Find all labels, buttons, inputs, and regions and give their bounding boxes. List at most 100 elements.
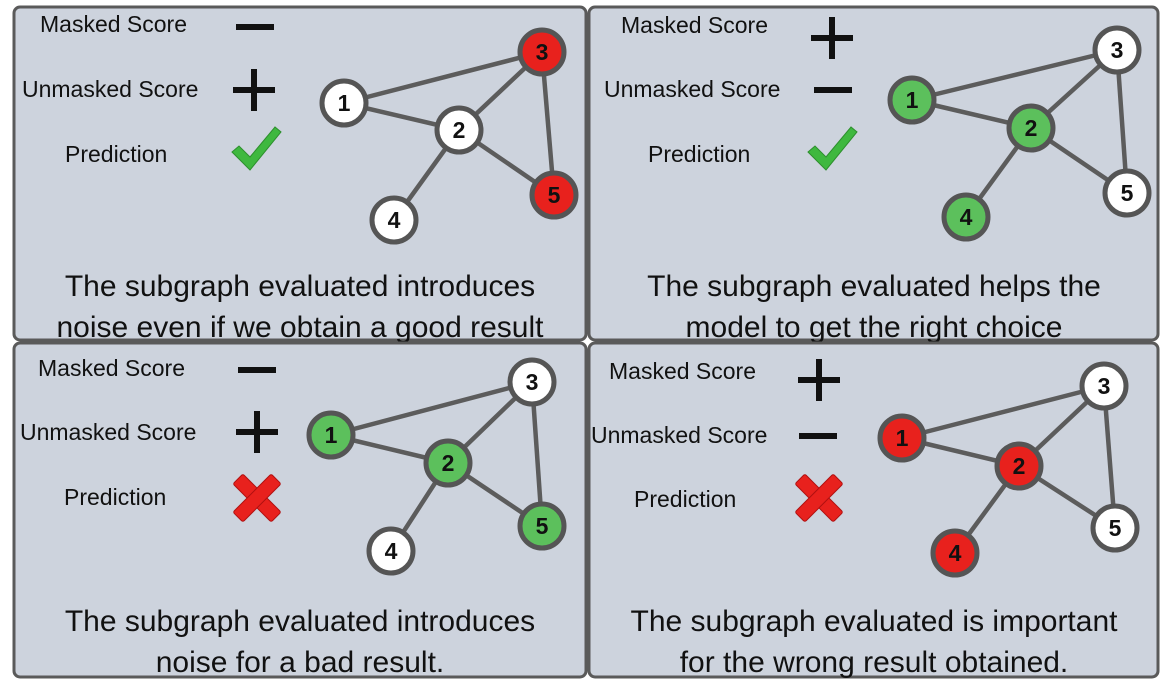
graph-edge-1-3 [328,379,535,438]
graph-node-3: 3 [1079,361,1129,411]
masked-score-label: Masked Score [38,355,185,381]
graph-node-1: 1 [306,410,356,460]
node-label: 2 [453,117,466,143]
node-circle [1092,25,1142,75]
node-circle [994,441,1044,491]
node-label: 1 [338,90,351,116]
node-label: 1 [325,422,338,448]
node-circle [1079,361,1129,411]
graph-edge-1-3 [899,383,1107,441]
node-circle [423,438,473,488]
node-circle [1102,168,1152,218]
graph-node-5: 5 [517,501,567,551]
check-icon [231,126,282,171]
caption-line-2: noise even if we obtain a good result [57,311,545,344]
graph-node-5: 5 [529,170,579,220]
unmasked-score-label: Unmasked Score [591,422,767,448]
node-label: 5 [1121,180,1134,206]
graph: 1 2 3 4 5 [887,25,1152,242]
node-label: 4 [385,538,398,564]
caption-line-2: model to get the right choice [686,311,1063,344]
cross-icon [233,474,281,522]
unmasked-score-label: Unmasked Score [604,76,780,102]
node-label: 3 [1098,373,1111,399]
node-label: 3 [1111,37,1124,63]
unmasked-score-label: Unmasked Score [20,419,196,445]
graph: 1 2 3 4 5 [877,361,1140,578]
panel-background [12,5,588,342]
graph-node-2: 2 [994,441,1044,491]
unmasked-score-label: Unmasked Score [22,76,198,102]
unmasked-score-plus-icon [236,411,278,453]
masked-score-plus-icon [811,17,853,59]
node-label: 5 [548,182,561,208]
graph-node-2: 2 [423,438,473,488]
graph-node-2: 2 [1006,103,1056,153]
prediction-label: Prediction [634,486,736,512]
cross-icon [795,474,843,522]
node-label: 4 [388,207,401,233]
node-circle [517,501,567,551]
node-circle [877,413,927,463]
node-label: 1 [906,87,919,113]
graph-node-1: 1 [887,75,937,125]
graph-node-1: 1 [319,78,369,128]
node-label: 5 [1109,515,1122,541]
graph-edge-1-3 [909,47,1120,103]
caption-line-2: for the wrong result obtained. [680,646,1069,679]
prediction-label: Prediction [648,141,750,167]
masked-score-plus-icon [798,359,840,401]
node-label: 5 [536,513,549,539]
node-circle [930,528,980,578]
masked-score-label: Masked Score [621,12,768,38]
graph-node-4: 4 [930,528,980,578]
caption-line-2: noise for a bad result. [156,646,445,679]
prediction-label: Prediction [64,484,166,510]
node-circle [887,75,937,125]
node-circle [1090,503,1140,553]
node-label: 2 [1013,453,1026,479]
caption-line-1: The subgraph evaluated introduces [65,605,535,638]
node-label: 1 [896,425,909,451]
graph-node-3: 3 [1092,25,1142,75]
node-label: 4 [960,204,973,230]
node-circle [517,27,567,77]
node-circle [507,357,557,407]
masked-score-label: Masked Score [609,358,756,384]
graph: 1 2 3 4 5 [319,27,579,245]
panel-background [587,5,1160,342]
graph-node-5: 5 [1102,168,1152,218]
unmasked-score-plus-icon [233,69,275,111]
graph-node-2: 2 [434,105,484,155]
graph-node-3: 3 [517,27,567,77]
node-label: 2 [1025,115,1038,141]
node-label: 4 [949,540,962,566]
check-icon [807,126,858,171]
graph-node-4: 4 [366,526,416,576]
masked-score-label: Masked Score [40,11,187,37]
graph-node-1: 1 [877,413,927,463]
graph-node-4: 4 [941,192,991,242]
node-circle [366,526,416,576]
caption-line-1: The subgraph evaluated helps the [647,270,1101,303]
caption-line-1: The subgraph evaluated introduces [65,270,535,303]
node-label: 3 [536,39,549,65]
graph-node-4: 4 [369,195,419,245]
node-label: 2 [442,450,455,476]
panel-background [587,341,1160,679]
node-circle [434,105,484,155]
graph-edge-1-3 [341,49,545,106]
node-circle [319,78,369,128]
node-circle [529,170,579,220]
graph-node-5: 5 [1090,503,1140,553]
node-circle [369,195,419,245]
node-circle [306,410,356,460]
node-circle [1006,103,1056,153]
caption-line-1: The subgraph evaluated is important [631,605,1119,638]
